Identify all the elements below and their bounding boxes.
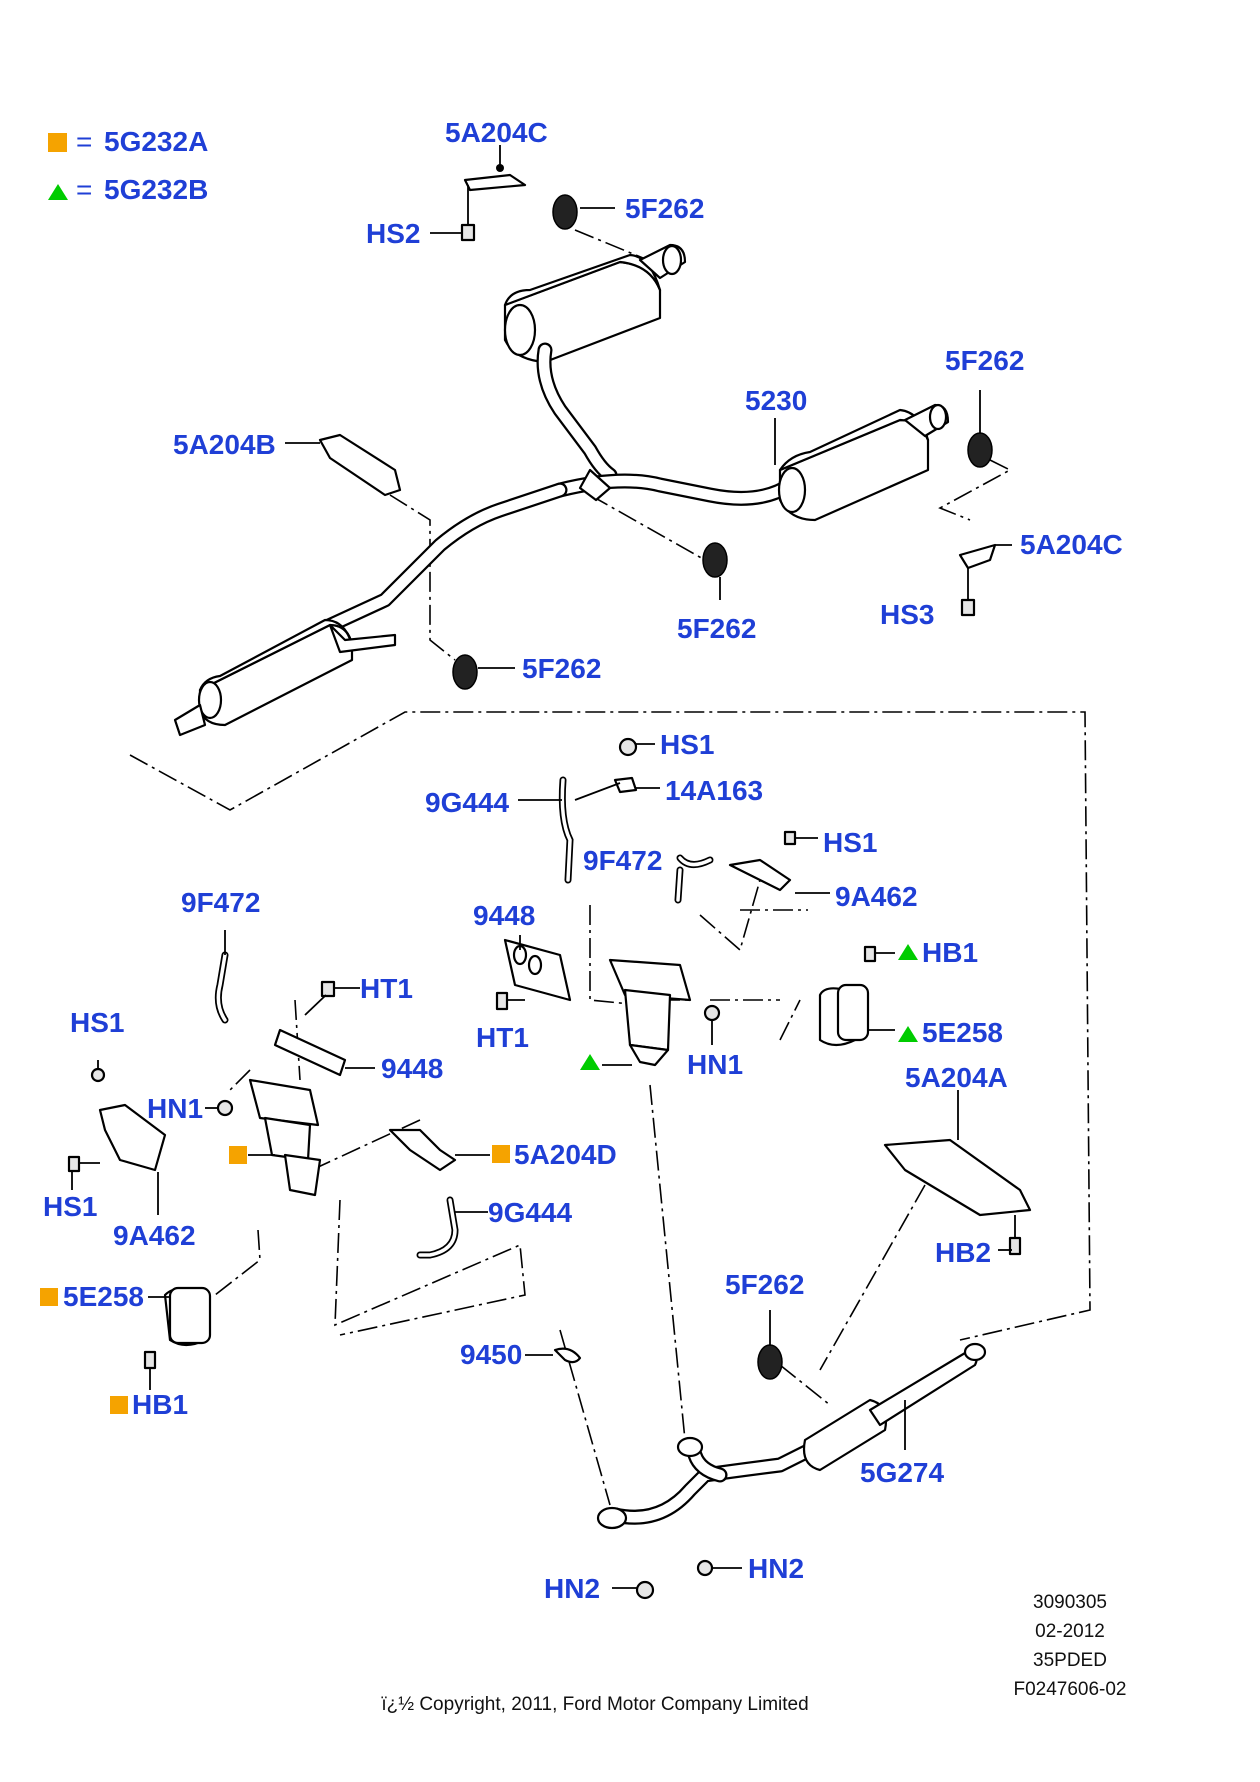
legend-equals-2: = xyxy=(76,174,92,205)
heat-shield-clip-14a163 xyxy=(613,737,660,794)
bolt-hb1-b xyxy=(110,1350,157,1414)
label-hs1-a: HS1 xyxy=(660,729,714,760)
label-9448-b: 9448 xyxy=(381,1053,443,1084)
label-9f472-a: 9F472 xyxy=(583,845,662,876)
label-5e258-b: 5E258 xyxy=(63,1281,144,1312)
nut-hn1-a xyxy=(703,1004,721,1045)
right-rear-muffler xyxy=(777,403,950,522)
heat-shield-9a462-b xyxy=(67,1060,167,1215)
hanger-5a204a xyxy=(883,1090,1032,1256)
meta-code: 35PDED xyxy=(1033,1650,1107,1671)
oxygen-sensor-9f472-a xyxy=(674,854,714,904)
rubber-5f262-mid xyxy=(702,542,728,600)
label-hs3: HS3 xyxy=(880,599,934,630)
label-5f262-mid: 5F262 xyxy=(677,613,756,644)
oxygen-sensor-9f472-b xyxy=(214,930,229,1024)
label-5a204b: 5A204B xyxy=(173,429,276,460)
meta-number: 3090305 xyxy=(1033,1592,1107,1613)
hanger-5a204c-top xyxy=(463,145,527,225)
hanger-5a204d xyxy=(388,1128,510,1172)
label-hb1-a: HB1 xyxy=(922,937,978,968)
label-5e258-a: 5E258 xyxy=(922,1017,1003,1048)
clamp-5e258-b xyxy=(40,1286,212,1347)
label-9g444-b: 9G444 xyxy=(488,1197,572,1228)
label-hs1-d: HS1 xyxy=(43,1191,97,1222)
oxygen-sensor-9g444-b xyxy=(416,1196,488,1259)
label-hs2: HS2 xyxy=(366,218,420,249)
legend-equals: = xyxy=(76,126,92,157)
oxygen-sensor-9g444-a xyxy=(518,776,621,884)
label-9450: 9450 xyxy=(460,1339,522,1370)
part-labels: 5A204C 5F262 HS2 5F262 5230 5A204B 5A204… xyxy=(43,117,1123,1604)
square-5a204d-icon xyxy=(492,1145,510,1163)
heat-shield-9a462-a xyxy=(728,830,830,894)
drawing-meta: 3090305 02-2012 35PDED F0247606-02 xyxy=(1013,1592,1126,1700)
label-hn2-b: HN2 xyxy=(748,1553,804,1584)
label-5f262-left: 5F262 xyxy=(522,653,601,684)
hanger-5a204c-right xyxy=(958,543,1012,617)
legend-square-icon xyxy=(48,133,67,152)
bolt-hs2 xyxy=(430,223,476,242)
label-9f472-b: 9F472 xyxy=(181,887,260,918)
clamp-5e258-a xyxy=(818,944,918,1047)
hanger-5a204b xyxy=(285,433,402,497)
label-9448-a: 9448 xyxy=(473,900,535,931)
rubber-5f262-left xyxy=(452,654,515,690)
exhaust-manifold-9448-a xyxy=(503,935,572,1002)
square-5e258-icon xyxy=(40,1288,58,1306)
stud-ht1-b xyxy=(304,980,360,1016)
label-hb1-b: HB1 xyxy=(132,1389,188,1420)
center-muffler xyxy=(173,618,354,737)
label-5a204c-top: 5A204C xyxy=(445,117,548,148)
triangle-5e258-icon xyxy=(898,1026,918,1042)
label-5f262-low: 5F262 xyxy=(725,1269,804,1300)
label-5230: 5230 xyxy=(745,385,807,416)
label-5g274: 5G274 xyxy=(860,1457,944,1488)
label-hn1-b: HN1 xyxy=(147,1093,203,1124)
label-hn1-a: HN1 xyxy=(687,1049,743,1080)
rear-muffler-assembly xyxy=(173,243,950,737)
label-5a204c-right: 5A204C xyxy=(1020,529,1123,560)
label-ht1-b: HT1 xyxy=(360,973,413,1004)
label-5f262-top: 5F262 xyxy=(625,193,704,224)
rubber-5f262-low xyxy=(757,1310,783,1380)
label-5a204a: 5A204A xyxy=(905,1062,1008,1093)
square-marker-icon xyxy=(229,1146,247,1164)
legend-square-label: 5G232A xyxy=(104,126,208,157)
meta-date: 02-2012 xyxy=(1035,1621,1105,1642)
gasket-9450 xyxy=(525,1347,582,1364)
upper-rear-muffler xyxy=(503,243,687,364)
nut-hn2-b xyxy=(696,1559,742,1577)
label-9a462-b: 9A462 xyxy=(113,1220,196,1251)
exhaust-manifold-9448-b xyxy=(273,1028,375,1077)
stud-ht1-a xyxy=(495,991,525,1011)
nut-hn2-a xyxy=(612,1580,655,1600)
label-9a462-a: 9A462 xyxy=(835,881,918,912)
rubber-5f262-top xyxy=(552,194,615,230)
triangle-hb1-icon xyxy=(898,944,918,960)
copyright-text: ï¿½ Copyright, 2011, Ford Motor Company … xyxy=(381,1694,808,1715)
meta-figure: F0247606-02 xyxy=(1013,1679,1126,1700)
label-hs1-b: HS1 xyxy=(823,827,877,858)
square-hb1-icon xyxy=(110,1396,128,1414)
front-pipe-5g274 xyxy=(596,1342,987,1530)
rubber-5f262-right xyxy=(967,390,993,468)
label-hb2: HB2 xyxy=(935,1237,991,1268)
manifold-catalyst-a xyxy=(608,958,692,1067)
legend-triangle-icon xyxy=(48,184,68,200)
label-5a204d: 5A204D xyxy=(514,1139,617,1170)
nut-hn1-b xyxy=(205,1099,234,1117)
label-hs1-c: HS1 xyxy=(70,1007,124,1038)
legend: = 5G232A = 5G232B xyxy=(48,126,208,205)
label-ht1-a: HT1 xyxy=(476,1022,529,1053)
label-9g444-a: 9G444 xyxy=(425,787,509,818)
triangle-marker-icon xyxy=(580,1054,600,1070)
manifold-catalyst-b xyxy=(248,1078,322,1197)
label-14a163: 14A163 xyxy=(665,775,763,806)
label-hn2-a: HN2 xyxy=(544,1573,600,1604)
label-5f262-right: 5F262 xyxy=(945,345,1024,376)
legend-triangle-label: 5G232B xyxy=(104,174,208,205)
